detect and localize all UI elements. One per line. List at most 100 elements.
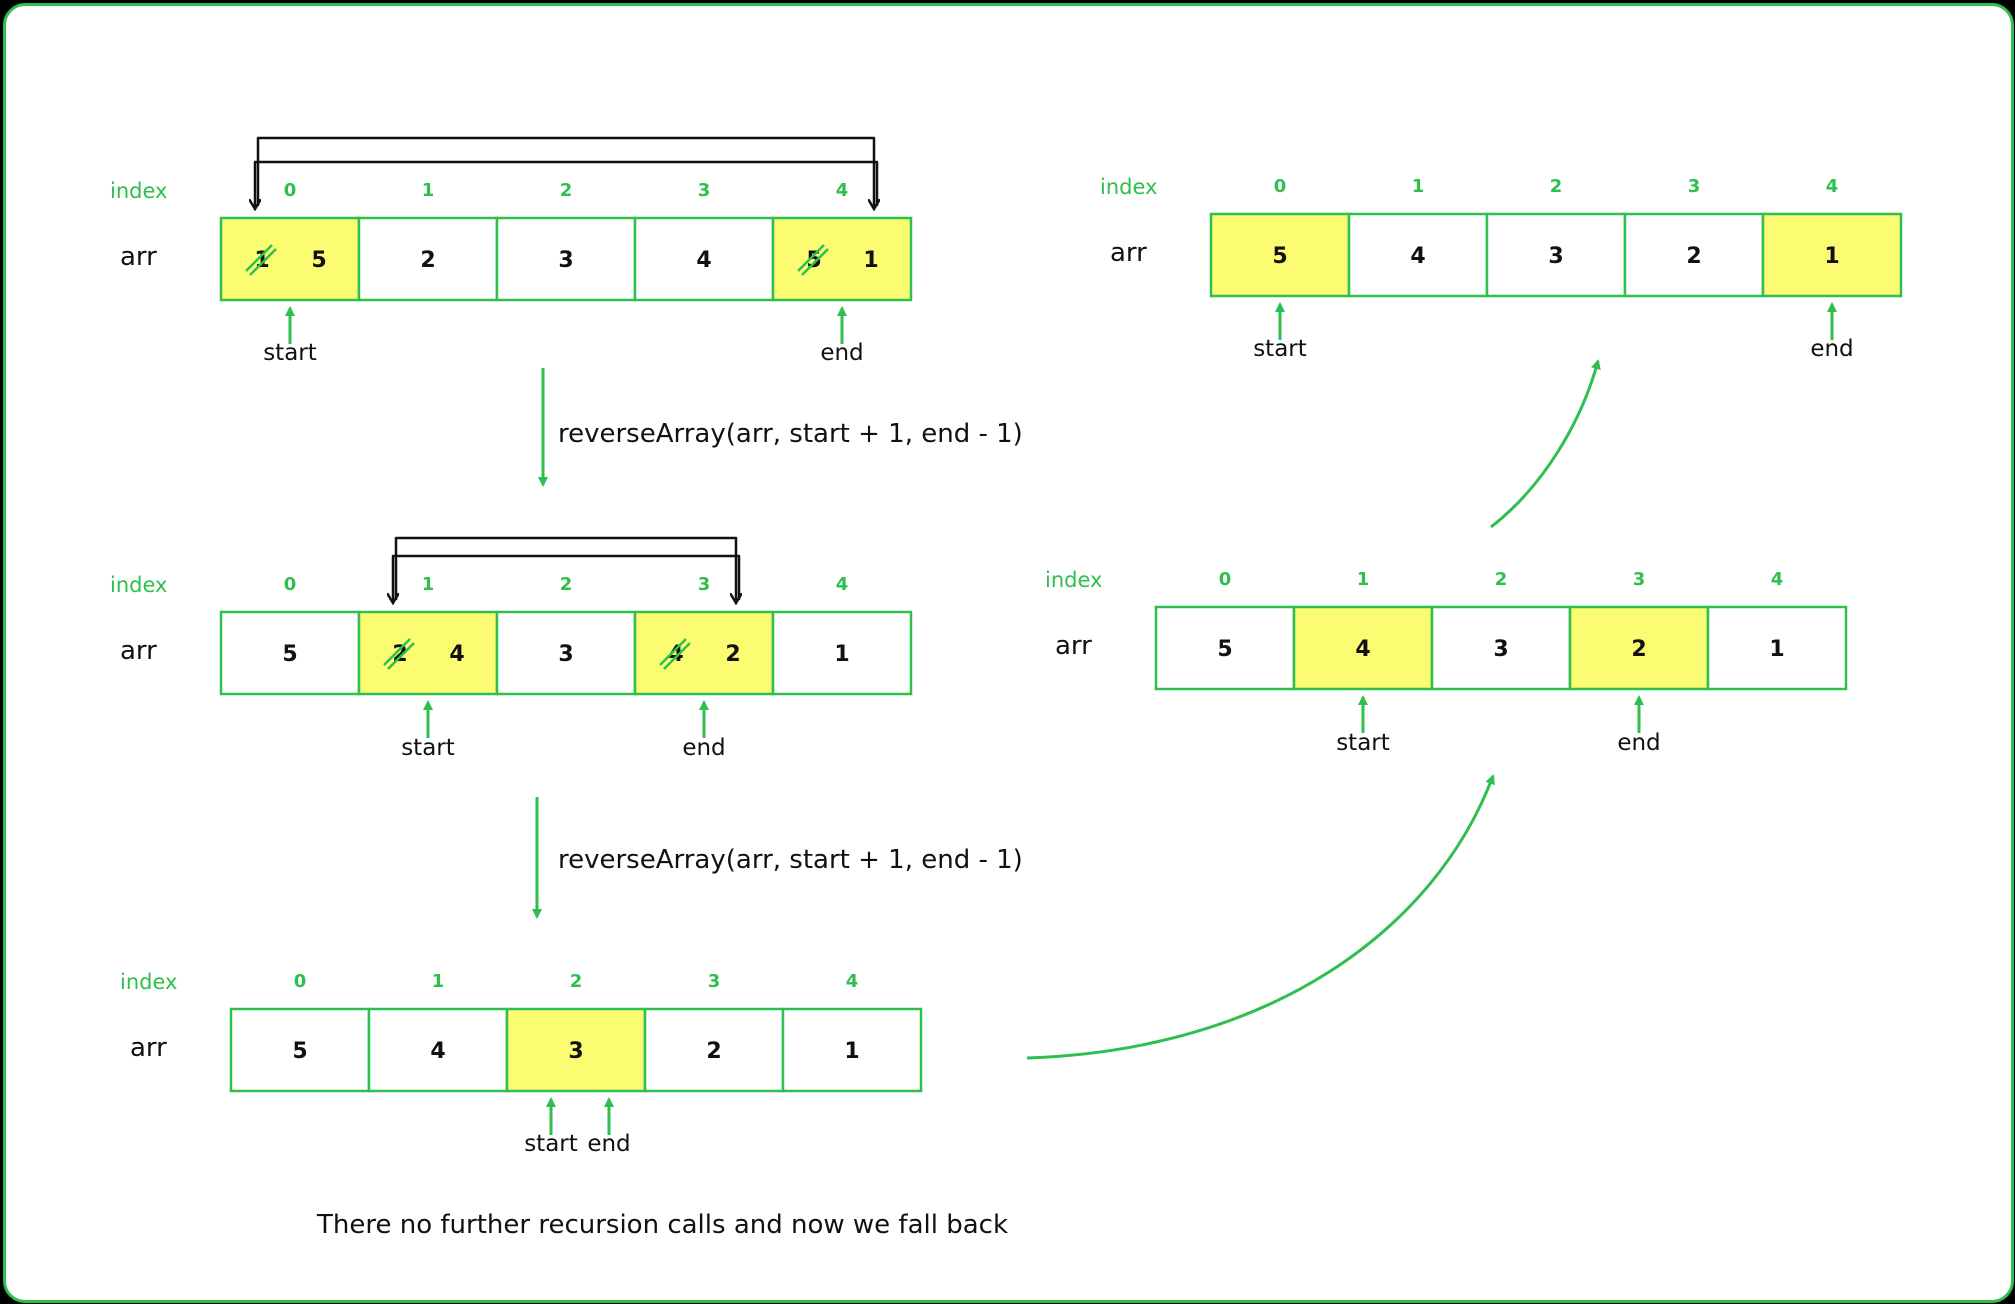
index-number: 4 (836, 574, 849, 595)
cell-value: 3 (568, 1039, 583, 1064)
strike-through-icon (245, 244, 277, 276)
fall-back-arrow (1026, 774, 1495, 1060)
strike-through-icon (383, 638, 415, 670)
cell-value: 4 (1410, 244, 1425, 269)
start-pointer: start (263, 306, 317, 366)
array-cell: 1 (1761, 212, 1903, 298)
array-cell: 4 (1292, 605, 1434, 691)
end-pointer: end (682, 700, 726, 761)
array-cell: 2 (643, 1007, 785, 1093)
cell-value: 3 (558, 642, 573, 667)
cell-box (771, 216, 913, 302)
index-number: 4 (1826, 176, 1839, 197)
array-cell: 3 (495, 610, 637, 696)
swap-arrow (393, 554, 741, 602)
cell-value: 3 (1548, 244, 1563, 269)
index-number: 3 (708, 971, 721, 992)
cell-box (781, 1007, 923, 1093)
cell-box (1154, 605, 1296, 691)
index-number: 2 (560, 180, 573, 201)
recursive-call-label: reverseArray(arr, start + 1, end - 1) (558, 845, 1023, 875)
array-cell: 4 (367, 1007, 509, 1093)
array-cell: 3 (495, 216, 637, 302)
cell-value: 4 (1355, 637, 1370, 662)
cell-box (1623, 212, 1765, 298)
end-label: end (1617, 730, 1660, 756)
start-pointer: start (1336, 695, 1390, 756)
arr-label: arr (1055, 631, 1092, 661)
cell-box (1209, 212, 1351, 298)
index-number: 2 (570, 971, 583, 992)
cell-box (357, 610, 499, 696)
swap-arrow (394, 536, 736, 602)
cell-value: 2 (1686, 244, 1701, 269)
index-number: 0 (1219, 569, 1232, 590)
array-cell: 5 (1209, 212, 1351, 298)
index-number: 1 (422, 180, 435, 201)
cell-box (1761, 212, 1903, 298)
index-number: 4 (846, 971, 859, 992)
array-cell: 4 (1347, 212, 1489, 298)
start-pointer: start (401, 700, 455, 761)
index-number: 1 (422, 574, 435, 595)
fall-back-arrow (1490, 359, 1601, 529)
array-cell: 5 (229, 1007, 371, 1093)
cell-box (219, 610, 361, 696)
start-label: start (524, 1131, 578, 1157)
cell-value: 1 (834, 642, 849, 667)
index-number: 1 (432, 971, 445, 992)
array-cell: 3 (505, 1007, 647, 1093)
cell-value: 2 (1631, 637, 1646, 662)
cell-value: 1 (1824, 244, 1839, 269)
cell-box (219, 216, 361, 302)
cell-box (495, 216, 637, 302)
swap-arrow (256, 136, 874, 208)
recursive-call-label: reverseArray(arr, start + 1, end - 1) (558, 419, 1023, 449)
array-cell: 1 (1706, 605, 1848, 691)
end-pointer: end (587, 1097, 631, 1157)
cell-box (1430, 605, 1572, 691)
index-number: 3 (698, 574, 711, 595)
arr-label: arr (1110, 238, 1147, 268)
cell-value: 5 (282, 642, 297, 667)
recursive-call-step-2: reverseArray(arr, start + 1, end - 1) (532, 797, 1023, 919)
cell-value: 5 (311, 248, 326, 273)
end-pointer: end (1617, 695, 1661, 756)
array-cell: 2 (1623, 212, 1765, 298)
cell-value: 2 (706, 1039, 721, 1064)
array-cell: 4 (633, 216, 775, 302)
cell-box (495, 610, 637, 696)
array-cell: 3 (1430, 605, 1572, 691)
fall-back-note: There no further recursion calls and now… (316, 1210, 1008, 1240)
index-number: 4 (836, 180, 849, 201)
array-cell: 2 (1568, 605, 1710, 691)
cell-value: 1 (844, 1039, 859, 1064)
cell-box (1292, 605, 1434, 691)
cell-box (1347, 212, 1489, 298)
index-number: 1 (1357, 569, 1370, 590)
end-label: end (820, 340, 863, 366)
array-cell: 5 (1154, 605, 1296, 691)
index-number: 2 (560, 574, 573, 595)
end-label: end (682, 735, 725, 761)
cell-value: 3 (558, 248, 573, 273)
cell-box (633, 216, 775, 302)
end-pointer: end (1810, 302, 1854, 362)
cell-value: 1 (863, 248, 878, 273)
start-label: start (263, 340, 317, 366)
start-label: start (1253, 336, 1307, 362)
start-pointer: start (524, 1097, 578, 1157)
arr-label: arr (120, 242, 157, 272)
start-label: start (401, 735, 455, 761)
index-number: 3 (698, 180, 711, 201)
index-number: 0 (284, 574, 297, 595)
start-label: start (1336, 730, 1390, 756)
arr-label: arr (120, 636, 157, 666)
array-cell: 2 (357, 216, 499, 302)
array-cell: 1 (781, 1007, 923, 1093)
